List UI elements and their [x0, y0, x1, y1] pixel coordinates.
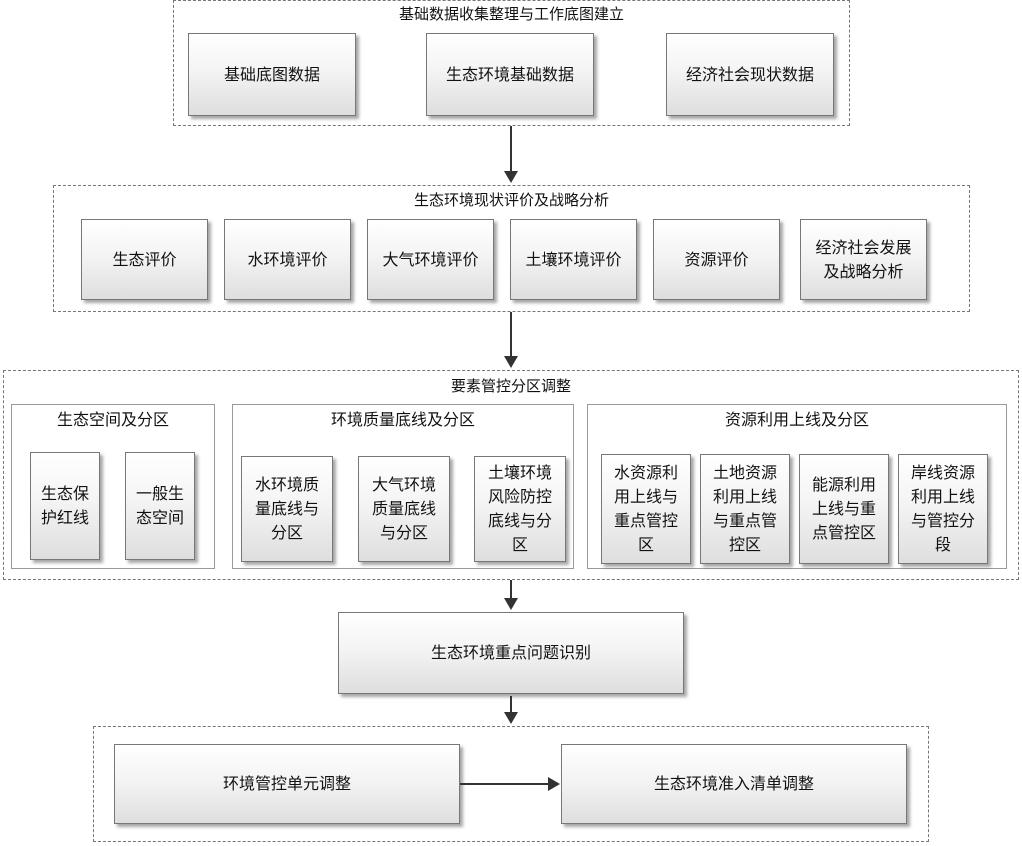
box-socio-strategy-analysis: 经济社会发展 及战略分析	[800, 219, 927, 300]
box-soil-risk-baseline: 土壤环境 风险防控 底线与分 区	[474, 456, 566, 562]
box-control-unit-adjustment: 环境管控单元调整	[114, 744, 460, 824]
arrow-1-line	[510, 126, 512, 171]
box-key-issue-identification: 生态环境重点问题识别	[338, 612, 684, 694]
arrow-3-head	[504, 598, 518, 610]
box-air-quality-baseline: 大气环境 质量底线 与分区	[358, 456, 450, 562]
box-general-eco-space: 一般生 态空间	[125, 452, 195, 560]
box-eco-env-base-data: 生态环境基础数据	[426, 33, 594, 116]
arrow-4-line	[510, 696, 512, 712]
arrow-1-head	[504, 171, 518, 183]
box-water-resource-limit: 水资源利 用上线与 重点管控 区	[601, 454, 691, 564]
box-soil-evaluation: 土壤环境评价	[510, 219, 637, 300]
arrow-5-head	[548, 777, 560, 791]
box-resource-evaluation: 资源评价	[653, 219, 780, 300]
group-env-quality-title: 环境质量底线及分区	[330, 410, 475, 429]
box-socio-economic-data: 经济社会现状数据	[666, 33, 834, 116]
box-base-map-data: 基础底图数据	[188, 33, 356, 116]
box-energy-limit: 能源利用 上线与重 点管控区	[799, 454, 889, 564]
section-status-evaluation-title: 生态环境现状评价及战略分析	[413, 191, 609, 209]
box-land-resource-limit: 土地资源 利用上线 与重点管 控区	[700, 454, 790, 564]
box-eco-redline: 生态保 护红线	[30, 452, 100, 560]
box-water-quality-baseline: 水环境质 量底线与 分区	[241, 456, 333, 562]
box-water-evaluation: 水环境评价	[224, 219, 351, 300]
section-element-zoning-title: 要素管控分区调整	[450, 377, 571, 395]
box-shoreline-resource-limit: 岸线资源 利用上线 与管控分 段	[898, 454, 988, 564]
box-access-list-adjustment: 生态环境准入清单调整	[561, 744, 907, 824]
arrow-3-line	[510, 580, 512, 598]
arrow-5-line	[460, 783, 548, 785]
arrow-2-head	[504, 356, 518, 368]
group-eco-space-title: 生态空间及分区	[56, 410, 169, 429]
box-air-evaluation: 大气环境评价	[367, 219, 494, 300]
group-resource-limit-title: 资源利用上线及分区	[724, 410, 869, 429]
section-basic-data-title: 基础数据收集整理与工作底图建立	[398, 5, 624, 23]
arrow-2-line	[510, 312, 512, 356]
box-eco-evaluation: 生态评价	[81, 219, 208, 300]
arrow-4-head	[504, 712, 518, 724]
